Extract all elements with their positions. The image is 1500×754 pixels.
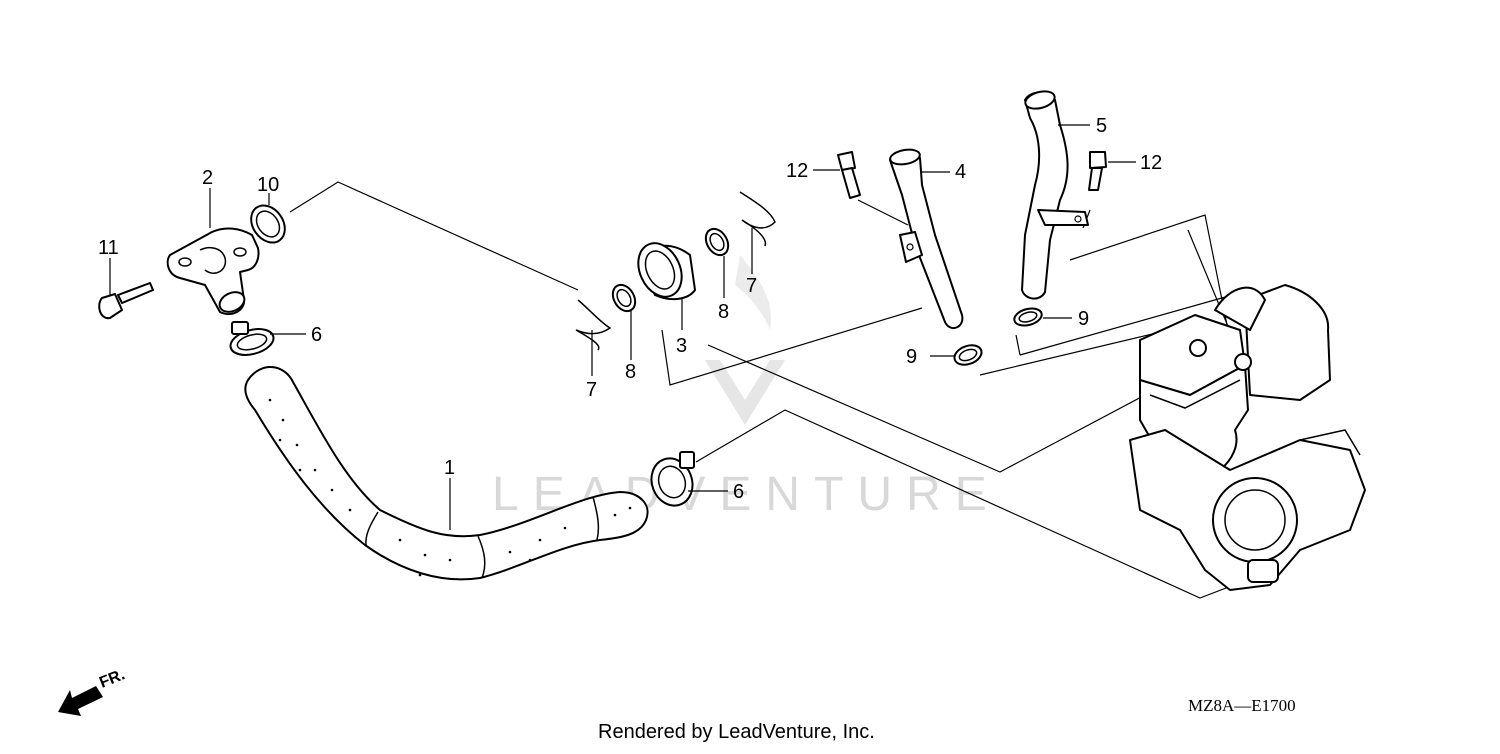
callout-9-upper: 9 bbox=[1078, 308, 1089, 330]
render-credit: Rendered by LeadVenture, Inc. bbox=[598, 721, 875, 743]
o-ring-right bbox=[704, 227, 730, 257]
hose-clamp-lower bbox=[650, 451, 695, 507]
callout-1: 1 bbox=[444, 457, 455, 479]
callout-4: 4 bbox=[955, 161, 966, 183]
callout-12-right: 12 bbox=[1140, 152, 1162, 174]
front-direction-arrow: FR. bbox=[58, 666, 127, 716]
o-ring-9-upper bbox=[1013, 307, 1043, 327]
clip-left bbox=[575, 299, 612, 351]
callout-6-lower: 6 bbox=[733, 481, 744, 503]
callout-10: 10 bbox=[257, 174, 279, 196]
clip-right bbox=[739, 191, 776, 247]
diagram-code: MZ8A—E1700 bbox=[1188, 696, 1296, 715]
o-ring-left bbox=[611, 283, 637, 313]
callout-2: 2 bbox=[202, 167, 213, 189]
bolt-11 bbox=[98, 282, 154, 320]
front-label: FR. bbox=[97, 666, 127, 691]
callout-7-right: 7 bbox=[746, 275, 757, 297]
callout-9-lower: 9 bbox=[906, 346, 917, 368]
callout-12-left: 12 bbox=[786, 160, 808, 182]
water-pipe-a bbox=[889, 148, 964, 330]
callout-ticks bbox=[109, 124, 1136, 530]
engine-block bbox=[1129, 284, 1366, 591]
callout-6-upper: 6 bbox=[311, 324, 322, 346]
rubber-joint bbox=[637, 242, 696, 301]
water-joint bbox=[166, 227, 260, 316]
callouts: 1 2 3 4 5 6 6 7 7 8 8 9 9 10 11 12 12 bbox=[98, 115, 1162, 503]
bolt-12-left bbox=[837, 151, 861, 199]
callout-7-left: 7 bbox=[586, 379, 597, 401]
hose-clamp-upper bbox=[229, 321, 275, 356]
water-hose bbox=[244, 366, 649, 581]
o-ring-10 bbox=[250, 204, 286, 244]
callout-8-right: 8 bbox=[718, 301, 729, 323]
callout-11: 11 bbox=[98, 237, 119, 259]
water-pipe-b bbox=[1021, 90, 1089, 300]
bolt-12-right bbox=[1088, 151, 1107, 191]
o-ring-9-lower bbox=[953, 344, 983, 366]
callout-3: 3 bbox=[676, 335, 687, 357]
callout-5: 5 bbox=[1096, 115, 1107, 137]
callout-8-left: 8 bbox=[625, 361, 636, 383]
